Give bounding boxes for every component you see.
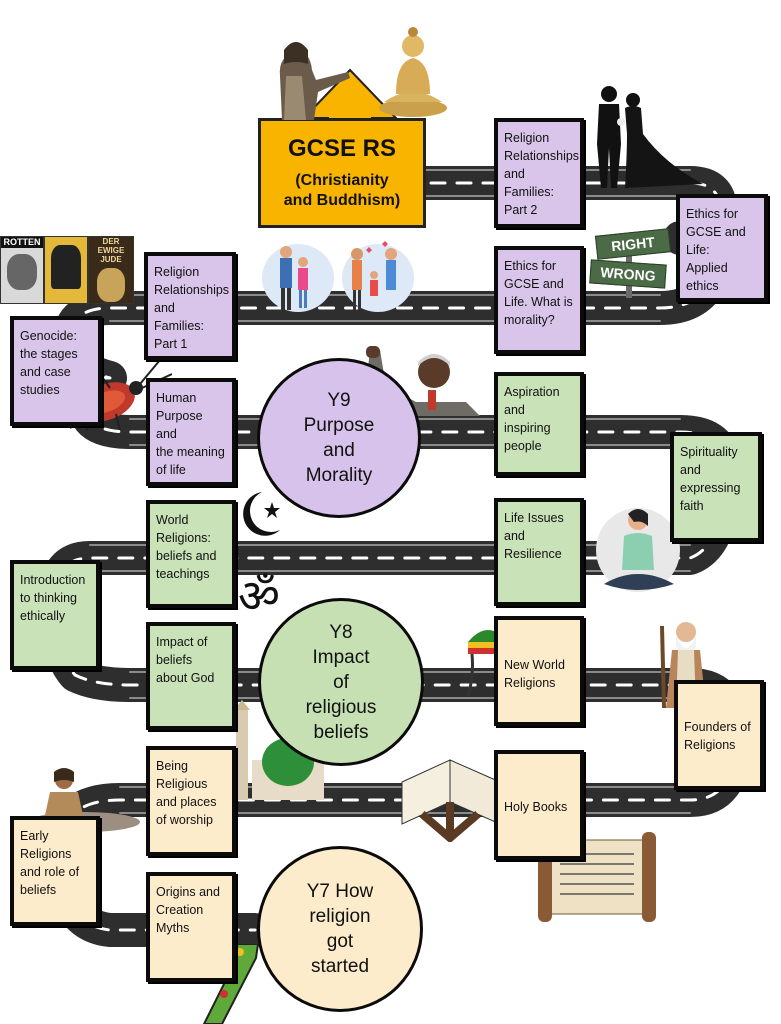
poster-2 xyxy=(44,236,88,304)
title-box: GCSE RS (Christianity and Buddhism) xyxy=(258,118,426,228)
poster-1: ROTTEN xyxy=(0,236,44,304)
topic-life-issues: Life Issues and Resilience xyxy=(494,498,584,606)
topic-spirituality: Spirituality and expressing faith xyxy=(670,432,762,542)
title-subtitle: (Christianity and Buddhism) xyxy=(283,172,401,209)
right-wrong-signpost: RIGHT WRONG xyxy=(588,228,672,298)
topic-aspiration: Aspiration and inspiring people xyxy=(494,372,584,476)
buddha-statue-icon xyxy=(379,27,447,117)
topic-genocide: Genocide: the stages and case studies xyxy=(10,316,102,426)
topic-religion-relationships-families-part-2: Religion Relationships and Families: Par… xyxy=(494,118,584,228)
poster-3: DER EWIGE JUDE xyxy=(88,236,134,304)
topic-ethics-applied: Ethics for GCSE and Life: Applied ethics xyxy=(676,194,768,302)
topic-intro-thinking-ethically: Introduction to thinking ethically xyxy=(10,560,100,670)
topic-ethics-what-is-morality: Ethics for GCSE and Life. What is morali… xyxy=(494,246,584,354)
wedding-couple-icon xyxy=(597,86,703,188)
family-illustration-icon xyxy=(262,241,414,312)
year-8-circle: Y8 Impact of religious beliefs xyxy=(258,598,424,766)
right-sign: RIGHT xyxy=(594,228,672,260)
topic-founders-of-religions: Founders of Religions xyxy=(674,680,764,790)
topic-being-religious: Being Religious and places of worship xyxy=(146,746,236,856)
year-7-circle: Y7 How religion got started xyxy=(257,846,423,1012)
topic-world-religions: World Religions: beliefs and teachings xyxy=(146,500,236,608)
topic-origins-creation-myths: Origins and Creation Myths xyxy=(146,872,236,982)
poster-1-title: ROTTEN xyxy=(1,237,43,248)
poster-3-title: DER EWIGE JUDE xyxy=(97,237,125,264)
topic-human-purpose: Human Purpose and the meaning of life xyxy=(146,378,236,486)
topic-early-religions: Early Religions and role of beliefs xyxy=(10,816,100,926)
year-9-circle: Y9 Purpose and Morality xyxy=(257,358,421,518)
title-main: GCSE RS xyxy=(287,135,397,162)
topic-new-world-religions: New World Religions xyxy=(494,616,584,726)
topic-holy-books: Holy Books xyxy=(494,750,584,860)
wrong-sign: WRONG xyxy=(589,259,667,289)
jesus-figure-icon xyxy=(279,42,350,120)
om-symbol-icon: ॐ xyxy=(238,570,280,622)
crescent-moon-star-icon xyxy=(243,492,280,536)
topic-religion-relationships-families-part-1: Religion Relationships and Families: Par… xyxy=(144,252,236,360)
topic-impact-beliefs-god: Impact of beliefs about God xyxy=(146,622,236,730)
meditation-icon xyxy=(596,508,680,592)
quran-on-stand-icon xyxy=(401,759,501,842)
